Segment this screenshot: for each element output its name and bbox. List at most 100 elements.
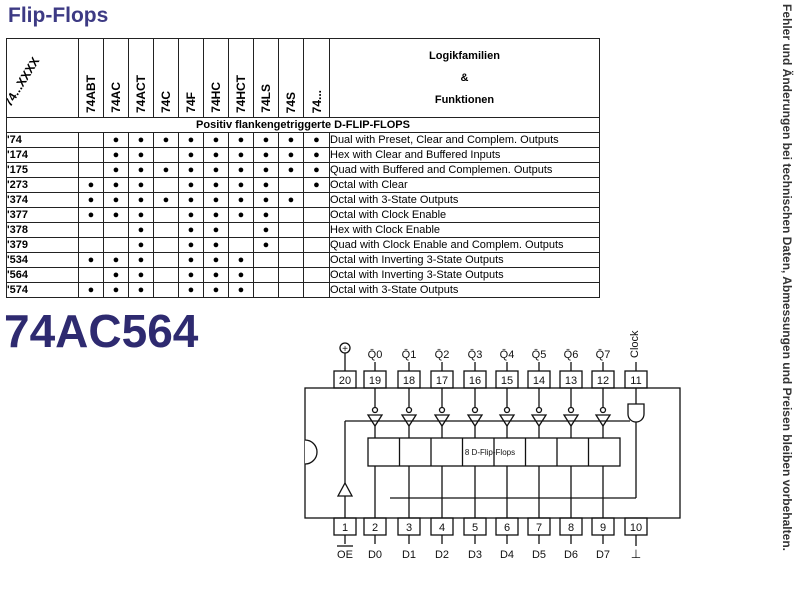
header-line: Logikfamilien <box>429 50 500 62</box>
available-dot: ● <box>228 147 254 163</box>
function-description: Octal with Clear <box>329 177 600 193</box>
bottom-pin-number: 5 <box>472 522 478 534</box>
output-label: Q̄0 <box>368 348 383 361</box>
function-description: Hex with Clock Enable <box>329 222 600 238</box>
available-dot: ● <box>203 282 229 298</box>
available-dot: ● <box>203 147 229 163</box>
table-row: '564●●●●●Octal with Inverting 3-State Ou… <box>6 267 600 283</box>
available-dot: ● <box>253 162 279 178</box>
available-dot: ● <box>128 162 154 178</box>
top-pin-number: 14 <box>533 375 545 387</box>
empty-cell <box>278 237 304 253</box>
table-row: '377●●●●●●●Octal with Clock Enable <box>6 207 600 223</box>
available-dot: ● <box>203 207 229 223</box>
empty-cell <box>78 267 104 283</box>
output-label: Q̄7 <box>596 348 611 361</box>
empty-cell <box>278 207 304 223</box>
top-pin-number: 19 <box>369 375 381 387</box>
available-dot: ● <box>303 132 330 148</box>
top-pin-number: 16 <box>469 375 481 387</box>
available-dot: ● <box>103 267 129 283</box>
inverter-bubble <box>438 406 446 414</box>
family-header: 74ABT <box>78 38 104 118</box>
empty-cell <box>153 147 179 163</box>
available-dot: ● <box>253 237 279 253</box>
top-pin-number: 17 <box>436 375 448 387</box>
header-line: & <box>460 72 469 84</box>
available-dot: ● <box>228 177 254 193</box>
available-dot: ● <box>203 162 229 178</box>
type-code: '175 <box>6 162 79 178</box>
top-pin-number: 18 <box>403 375 415 387</box>
available-dot: ● <box>228 192 254 208</box>
bottom-pin-number: 9 <box>600 522 606 534</box>
bottom-pin-number: 8 <box>568 522 574 534</box>
type-code: '273 <box>6 177 79 193</box>
inverter-bubble <box>567 406 575 414</box>
empty-cell <box>78 132 104 148</box>
available-dot: ● <box>203 222 229 238</box>
table-row: '534●●●●●●Octal with Inverting 3-State O… <box>6 252 600 268</box>
family-header: 74AC <box>103 38 129 118</box>
empty-cell <box>253 252 279 268</box>
family-header: 74HCT <box>228 38 254 118</box>
empty-cell <box>153 267 179 283</box>
available-dot: ● <box>253 192 279 208</box>
available-dot: ● <box>153 192 179 208</box>
chip-label: 8 D-Flip-Flops <box>465 448 515 457</box>
header-line: Funktionen <box>434 94 495 106</box>
available-dot: ● <box>178 147 204 163</box>
data-input-label: D0 <box>368 549 382 561</box>
function-description: Hex with Clear and Buffered Inputs <box>329 147 600 163</box>
available-dot: ● <box>178 177 204 193</box>
ground-symbol: ⊥ <box>631 547 641 561</box>
type-code: '574 <box>6 282 79 298</box>
available-dot: ● <box>228 282 254 298</box>
available-dot: ● <box>203 252 229 268</box>
table-row: '374●●●●●●●●●Octal with 3-State Outputs <box>6 192 600 208</box>
bottom-pin-number: 7 <box>536 522 542 534</box>
function-description: Octal with Inverting 3-State Outputs <box>329 267 600 283</box>
family-header: 74F <box>178 38 204 118</box>
empty-cell <box>153 177 179 193</box>
available-dot: ● <box>128 177 154 193</box>
family-header: 74C <box>153 38 179 118</box>
type-code: '534 <box>6 252 79 268</box>
available-dot: ● <box>203 177 229 193</box>
empty-cell <box>303 237 330 253</box>
empty-cell <box>78 147 104 163</box>
available-dot: ● <box>253 132 279 148</box>
oe-buffer <box>336 481 354 497</box>
data-input-label: D1 <box>402 549 416 561</box>
function-description: Octal with Inverting 3-State Outputs <box>329 252 600 268</box>
output-label: Q̄5 <box>532 348 547 361</box>
available-dot: ● <box>128 207 154 223</box>
output-label: Q̄1 <box>402 348 417 361</box>
empty-cell <box>278 267 304 283</box>
empty-cell <box>278 282 304 298</box>
data-input-label: D2 <box>435 549 449 561</box>
available-dot: ● <box>203 267 229 283</box>
empty-cell <box>303 222 330 238</box>
function-description: Dual with Preset, Clear and Complem. Out… <box>329 132 600 148</box>
empty-cell <box>253 282 279 298</box>
empty-cell <box>153 282 179 298</box>
available-dot: ● <box>203 132 229 148</box>
available-dot: ● <box>203 192 229 208</box>
top-pin-number: 11 <box>630 375 641 387</box>
available-dot: ● <box>303 147 330 163</box>
side-disclaimer: Fehler und Änderungen bei technischen Da… <box>780 4 794 551</box>
available-dot: ● <box>178 252 204 268</box>
bottom-pin-number: 3 <box>406 522 412 534</box>
available-dot: ● <box>178 222 204 238</box>
corner-label: 74...XXXX <box>6 54 43 109</box>
available-dot: ● <box>103 147 129 163</box>
available-dot: ● <box>103 132 129 148</box>
empty-cell <box>303 267 330 283</box>
family-header: 74LS <box>253 38 279 118</box>
available-dot: ● <box>178 132 204 148</box>
oe-label: OE <box>337 549 353 561</box>
empty-cell <box>278 252 304 268</box>
corner-cell: 74...XXXX <box>6 38 79 118</box>
empty-cell <box>228 222 254 238</box>
